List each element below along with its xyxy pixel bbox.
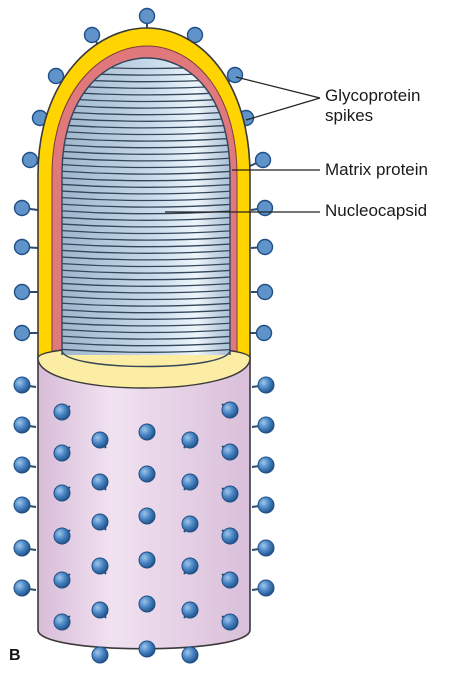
spike-head xyxy=(222,614,238,630)
spike-head xyxy=(257,326,272,341)
spike-head xyxy=(54,404,70,420)
spike-head xyxy=(92,432,108,448)
spike-head xyxy=(54,572,70,588)
spike-head xyxy=(222,528,238,544)
spike-head xyxy=(14,417,30,433)
spike-head xyxy=(258,240,273,255)
nucleocapsid-label: Nucleocapsid xyxy=(325,201,427,221)
spike-head xyxy=(258,417,274,433)
spike-head xyxy=(140,9,155,24)
spike-head xyxy=(15,240,30,255)
spike-head xyxy=(182,474,198,490)
panel-letter: B xyxy=(9,647,21,665)
spike-head xyxy=(258,497,274,513)
spike-head xyxy=(92,558,108,574)
leader-glycoprotein-1 xyxy=(236,77,320,98)
spike-head xyxy=(92,514,108,530)
spike-head xyxy=(222,572,238,588)
coil-base xyxy=(62,58,230,360)
spike-head xyxy=(139,424,155,440)
matrix-protein-label: Matrix protein xyxy=(325,160,428,180)
spike-head xyxy=(139,596,155,612)
spike-head xyxy=(222,486,238,502)
spike-head xyxy=(258,201,273,216)
spike-head xyxy=(256,153,271,168)
glycoprotein-label-line1: Glycoprotein xyxy=(325,86,420,106)
spike-head xyxy=(85,28,100,43)
spike-head xyxy=(92,474,108,490)
spike-head xyxy=(14,377,30,393)
spike-head xyxy=(182,516,198,532)
spike-head xyxy=(222,402,238,418)
spike-head xyxy=(222,444,238,460)
spike-head xyxy=(258,580,274,596)
spike-head xyxy=(258,457,274,473)
spike-head xyxy=(54,485,70,501)
spike-head xyxy=(139,466,155,482)
spike-head xyxy=(15,201,30,216)
spike-head xyxy=(54,614,70,630)
spike-head xyxy=(139,641,155,657)
spike-head xyxy=(54,445,70,461)
spike-head xyxy=(258,285,273,300)
spike-head xyxy=(258,377,274,393)
spike-head xyxy=(54,528,70,544)
spike-head xyxy=(14,540,30,556)
spike-head xyxy=(15,326,30,341)
spike-head xyxy=(182,558,198,574)
spike-head xyxy=(182,602,198,618)
spike-head xyxy=(228,68,243,83)
spike-head xyxy=(15,285,30,300)
spike-head xyxy=(139,508,155,524)
spike-head xyxy=(258,540,274,556)
glycoprotein-label-line2: spikes xyxy=(325,106,373,126)
spike-head xyxy=(14,457,30,473)
spike-head xyxy=(92,602,108,618)
spike-head xyxy=(139,552,155,568)
spike-head xyxy=(14,580,30,596)
leader-glycoprotein-2 xyxy=(246,98,320,120)
spike-head xyxy=(182,647,198,663)
spike-head xyxy=(23,153,38,168)
spike-head xyxy=(14,497,30,513)
spike-head xyxy=(92,647,108,663)
spike-head xyxy=(182,432,198,448)
